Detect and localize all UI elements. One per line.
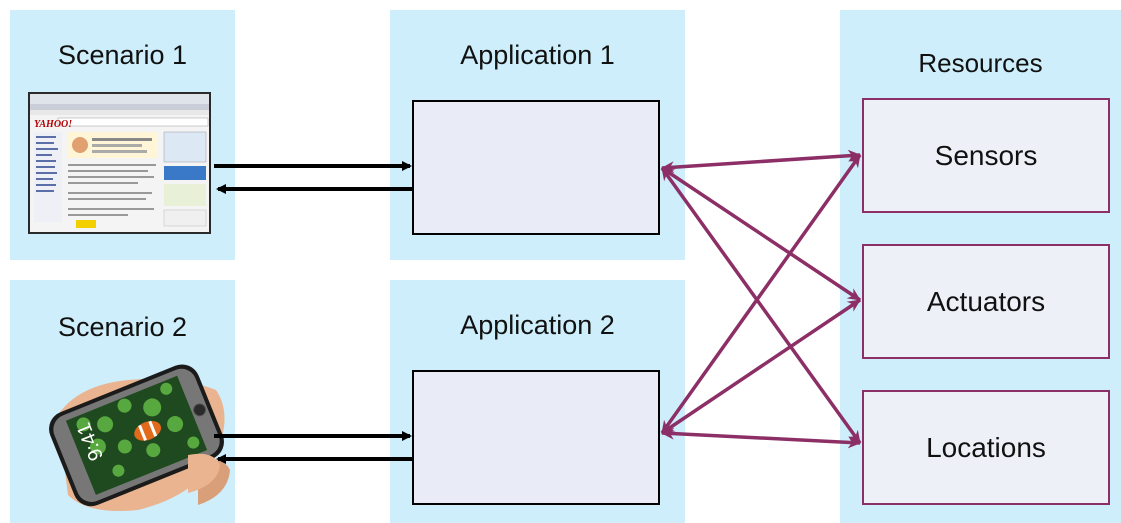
app1-locations-connector [660,166,862,445]
application-2-title: Application 2 [460,310,615,340]
resource-locations-label: Locations [926,431,1046,463]
app2-sensors-connector [660,153,862,435]
application-1-box [412,100,660,235]
app2-locations-connector [661,427,861,449]
scenario-1-title: Scenario 1 [57,40,188,70]
resource-sensors-box: Sensors [862,98,1110,213]
resource-actuators-box: Actuators [862,244,1110,359]
phone-in-hand-image: 9:41 [49,364,230,511]
resource-sensors-label: Sensors [934,139,1038,171]
app1-sensors-connector [661,149,861,174]
resources-title: Resources [918,48,1043,78]
application-1-title: Application 1 [460,40,615,70]
browser-logo: YAHOO! [34,119,72,130]
resource-locations-box: Locations [862,390,1110,505]
app1-actuators-connector [661,166,861,302]
resource-actuators-label: Actuators [926,285,1046,317]
app2-actuators-connector [661,298,861,435]
browser-screenshot-image: YAHOO! [28,92,211,234]
scenario-2-title: Scenario 2 [57,312,188,342]
application-2-box [412,370,660,505]
